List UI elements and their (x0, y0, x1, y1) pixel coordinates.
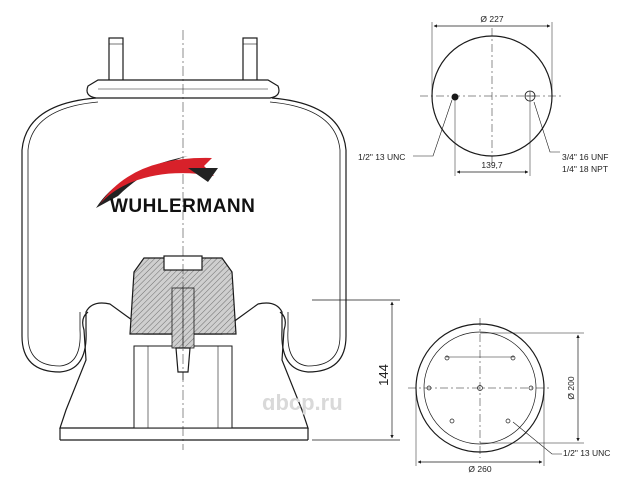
logo-swoosh-dark (96, 156, 188, 208)
bellows-inner (27, 101, 99, 367)
bottom-holes (426, 355, 534, 424)
top-diameter-label: Ø 227 (480, 14, 503, 24)
bottom-side-label: Ø 200 (566, 376, 576, 399)
watermark-text: ɑbcp.ru (262, 390, 343, 415)
bottom-callout: 1/2" 13 UNC (563, 448, 610, 458)
top-hole-left (451, 93, 459, 101)
brand-logo: WUHLERMANN (96, 156, 255, 217)
side-view (21, 30, 347, 450)
top-view (413, 22, 564, 176)
logo-swoosh-red (100, 157, 214, 204)
top-left-callout: 1/2" 13 UNC (358, 152, 405, 162)
bottom-diameter-label: Ø 260 (468, 464, 491, 474)
bottom-view (408, 318, 584, 466)
brand-name: WUHLERMANN (110, 196, 255, 217)
bolt-spacing-label: 139,7 (481, 160, 503, 170)
top-right-callout-1: 3/4" 16 UNF (562, 152, 608, 162)
top-stud-left (108, 37, 124, 94)
height-label: 144 (376, 364, 391, 386)
top-right-callout-2: 1/4" 18 NPT (562, 164, 608, 174)
height-dimension (312, 299, 400, 441)
